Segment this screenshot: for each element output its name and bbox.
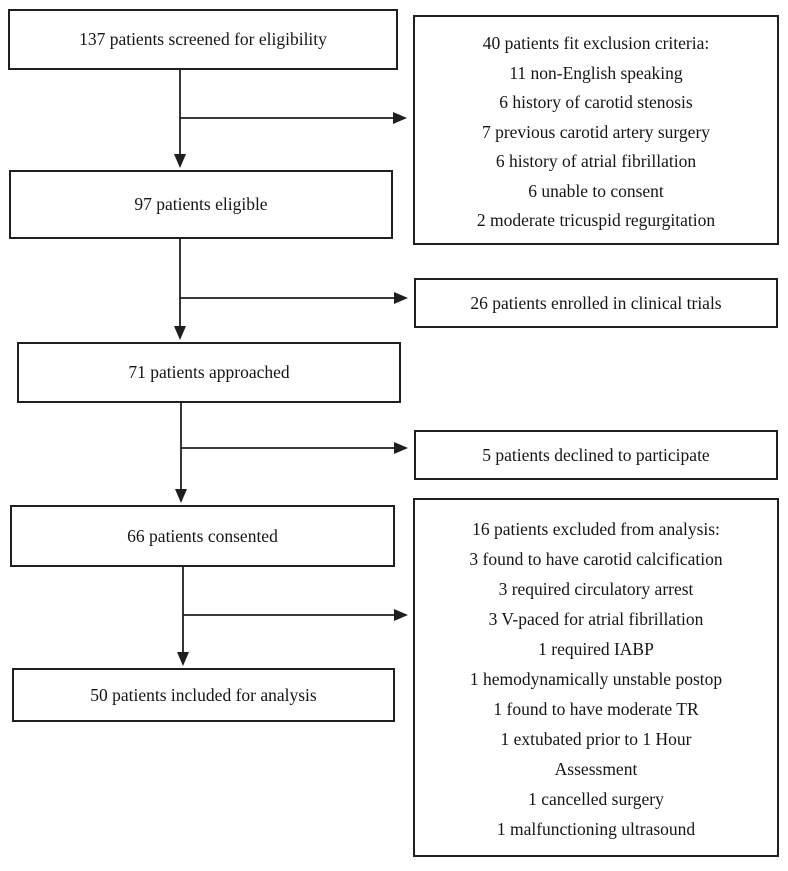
excluded-analysis-item: 3 V-paced for atrial fibrillation (488, 609, 704, 629)
flow-box-screened-label: 137 patients screened for eligibility (79, 29, 327, 49)
side-box-exclusion-criteria: 40 patients fit exclusion criteria: 11 n… (413, 15, 779, 245)
excluded-analysis-title: 16 patients excluded from analysis: (472, 519, 720, 539)
flow-box-approached-label: 71 patients approached (128, 362, 290, 382)
excluded-analysis-item: 1 required IABP (538, 639, 654, 659)
side-box-declined: 5 patients declined to participate (414, 430, 778, 480)
exclusion-criteria-item: 6 history of carotid stenosis (499, 92, 693, 112)
flow-box-consented-label: 66 patients consented (127, 525, 278, 546)
flow-box-eligible-label: 97 patients eligible (134, 194, 268, 214)
flow-box-eligible: 97 patients eligible (9, 170, 393, 239)
exclusion-criteria-item: 7 previous carotid artery surgery (481, 121, 711, 142)
excluded-analysis-item: 1 extubated prior to 1 Hour (500, 729, 692, 749)
exclusion-criteria-item: 6 unable to consent (528, 180, 664, 201)
exclusion-criteria-item: 11 non-English speaking (509, 62, 683, 83)
exclusion-criteria-item: 2 moderate tricuspid regurgitation (476, 210, 716, 230)
flow-box-included-analysis: 50 patients included for analysis (12, 668, 395, 722)
side-box-excluded-analysis: 16 patients excluded from analysis: 3 fo… (413, 498, 779, 857)
exclusion-criteria-title: 40 patients fit exclusion criteria: (482, 33, 710, 53)
declined-label: 5 patients declined to participate (482, 444, 710, 465)
exclusion-criteria-item: 6 history of atrial fibrillation (495, 151, 697, 171)
excluded-analysis-item: 1 malfunctioning ultrasound (496, 819, 696, 839)
flow-box-screened: 137 patients screened for eligibility (8, 9, 398, 70)
side-box-clinical-trials: 26 patients enrolled in clinical trials (414, 278, 778, 328)
excluded-analysis-item: 1 cancelled surgery (528, 789, 664, 809)
flow-box-consented: 66 patients consented (10, 505, 395, 567)
flow-box-included-analysis-label: 50 patients included for analysis (90, 684, 317, 705)
excluded-analysis-item: 1 hemodynamically unstable postop (469, 669, 723, 689)
flow-box-approached: 71 patients approached (17, 342, 401, 403)
clinical-trials-label: 26 patients enrolled in clinical trials (470, 292, 722, 313)
excluded-analysis-item-wrap: Assessment (554, 759, 638, 779)
excluded-analysis-item: 1 found to have moderate TR (493, 699, 699, 719)
excluded-analysis-item: 3 required circulatory arrest (498, 579, 694, 599)
excluded-analysis-item: 3 found to have carotid calcification (469, 549, 723, 569)
